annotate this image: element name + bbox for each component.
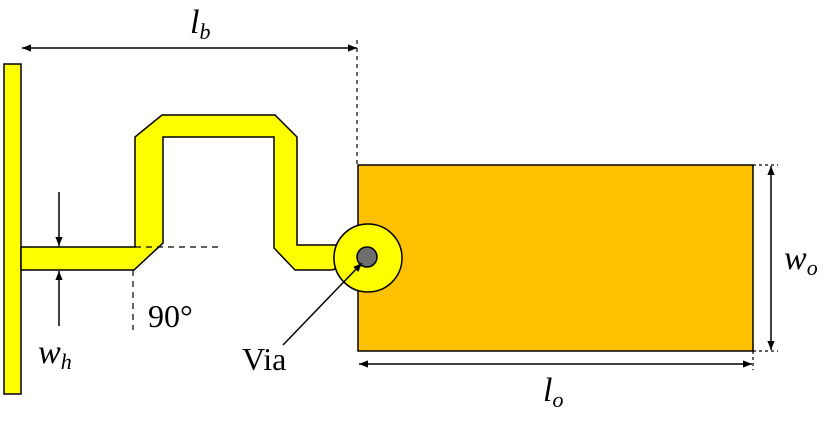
lo-sub: o — [552, 387, 564, 412]
wh-var: w — [38, 334, 61, 371]
feed-line — [3, 63, 22, 395]
via-label: Via — [242, 341, 287, 377]
via-hole — [356, 246, 378, 268]
lo-label: lo — [543, 372, 563, 411]
wo-sub: o — [806, 255, 818, 280]
lo-var: l — [543, 372, 553, 409]
lb-sub: b — [199, 19, 211, 44]
angle-label: 90° — [148, 298, 193, 334]
wo-var: w — [784, 240, 807, 277]
lb-var: l — [190, 4, 200, 41]
wo-label: wo — [784, 240, 818, 279]
wh-sub: h — [60, 349, 72, 374]
lb-label: lb — [190, 4, 210, 43]
wh-label: wh — [38, 334, 72, 373]
patch — [357, 164, 754, 352]
via-pointer — [282, 262, 363, 346]
